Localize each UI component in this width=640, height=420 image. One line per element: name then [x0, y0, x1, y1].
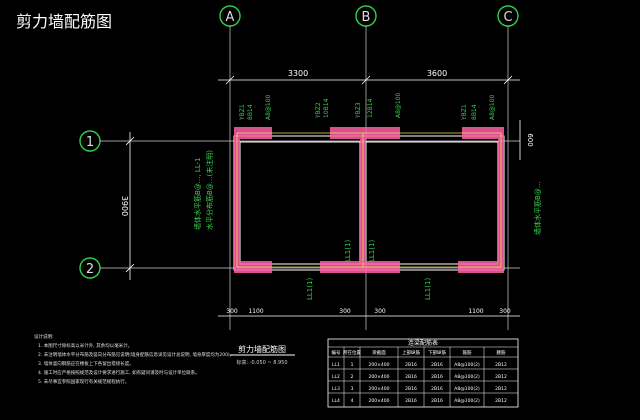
- table-cell: 2B16: [405, 398, 417, 404]
- table-cell: A8@100(2): [454, 374, 480, 380]
- svg-text:YBZ2: YBZ2: [315, 102, 322, 119]
- svg-text:8B14: 8B14: [471, 104, 478, 120]
- table-cell: 2B16: [431, 374, 443, 380]
- svg-text:5. 未尽事宜参照国家现行有关规范规程执行。: 5. 未尽事宜参照国家现行有关规范规程执行。: [38, 378, 129, 385]
- table-cell: A8@100(2): [454, 398, 480, 404]
- axis-bubble-a: A: [219, 5, 241, 27]
- svg-text:3. 墙体竖向钢筋应在楼板上下各留出搭接长度。: 3. 墙体竖向钢筋应在楼板上下各留出搭接长度。: [38, 360, 134, 367]
- svg-text:LL1(1): LL1(1): [306, 278, 314, 300]
- table-cell: 2B16: [431, 362, 443, 368]
- table-cell: 2B16: [405, 374, 417, 380]
- svg-text:YBZ1: YBZ1: [461, 104, 468, 121]
- svg-text:1. 本图尺寸除标高以米计外, 其余均以毫米计。: 1. 本图尺寸除标高以米计外, 其余均以毫米计。: [38, 342, 132, 349]
- svg-text:300: 300: [339, 308, 351, 315]
- svg-text:3600: 3600: [427, 69, 447, 78]
- svg-text:LL1(1): LL1(1): [344, 240, 352, 262]
- table-cell: 2B12: [495, 362, 507, 368]
- table-header-cell: 腰筋: [497, 349, 506, 356]
- svg-text:300: 300: [374, 308, 386, 315]
- svg-text:C: C: [503, 10, 512, 25]
- svg-text:3300: 3300: [288, 69, 308, 78]
- svg-text:3900: 3900: [120, 196, 129, 216]
- rebar-lines: [236, 132, 502, 268]
- table-header-cell: 编号: [332, 349, 341, 356]
- table-cell: 4: [351, 398, 354, 404]
- rebar-table: 连梁配筋表: [327, 338, 519, 408]
- svg-text:A: A: [226, 10, 235, 25]
- axis-bubble-2: 2: [79, 257, 101, 279]
- table-cell: 2B12: [495, 386, 507, 392]
- table-cell: 200×400: [369, 398, 390, 404]
- table-header-cell: 梁截面: [372, 349, 386, 356]
- table-cell: 2B16: [431, 398, 443, 404]
- svg-text:1100: 1100: [248, 308, 263, 315]
- svg-text:LL1(1): LL1(1): [368, 240, 376, 262]
- design-notes: 设计说明: 1. 本图尺寸除标高以米计外, 其余均以毫米计。 2. 未注明墙体水…: [34, 333, 234, 385]
- svg-text:LL1(1): LL1(1): [424, 278, 432, 300]
- svg-text:8B14: 8B14: [247, 104, 254, 120]
- table-header-cell: 上部纵筋: [402, 349, 420, 356]
- svg-text:剪力墙配筋图: 剪力墙配筋图: [238, 344, 286, 354]
- right-dimension: 600: [519, 120, 534, 160]
- svg-text:10B14: 10B14: [323, 98, 330, 118]
- svg-text:水平分布筋B@...(未注明): 水平分布筋B@...(未注明): [205, 150, 214, 230]
- table-cell: A8@100(2): [454, 386, 480, 392]
- svg-text:12B14: 12B14: [367, 98, 374, 118]
- svg-text:墙体水平筋B@...: 墙体水平筋B@...: [533, 182, 542, 235]
- table-cell: 200×400: [369, 386, 390, 392]
- svg-text:连梁配筋表: 连梁配筋表: [408, 339, 438, 347]
- table-header-cell: 所在位置: [343, 349, 361, 356]
- table-cell: LL1: [332, 362, 340, 368]
- table-cell: 2B12: [495, 398, 507, 404]
- svg-text:标高: -0.050 ~ 8.950: 标高: -0.050 ~ 8.950: [236, 359, 287, 366]
- table-cell: LL3: [332, 386, 340, 392]
- table-cell: 2B12: [495, 374, 507, 380]
- table-cell: 2B16: [405, 362, 417, 368]
- drawing-title: 剪力墙配筋图: [16, 12, 113, 31]
- table-cell: A8@100(2): [454, 362, 480, 368]
- table-cell: 1: [351, 362, 354, 368]
- wall-labels: 墙体水平筋B@..., LL-1 水平分布筋B@...(未注明) 墙体水平筋B@…: [193, 150, 542, 300]
- axis-bubble-b: B: [355, 5, 377, 27]
- svg-text:1100: 1100: [468, 308, 483, 315]
- table-header-cell: 箍筋: [463, 349, 472, 356]
- table-header-cell: 下部纵筋: [428, 349, 446, 356]
- table-cell: 2B16: [431, 386, 443, 392]
- svg-text:A8@100: A8@100: [395, 92, 402, 118]
- svg-text:4. 施工时应严格按照规范及设计要求进行施工, 如有疑问请及: 4. 施工时应严格按照规范及设计要求进行施工, 如有疑问请及时与设计单位联系。: [38, 369, 200, 376]
- svg-text:300: 300: [226, 308, 238, 315]
- plan-title-block: 剪力墙配筋图 标高: -0.050 ~ 8.950: [230, 344, 295, 366]
- svg-text:1: 1: [86, 135, 94, 150]
- bottom-dimension: 300 1100 300 300 1100 300: [218, 308, 520, 317]
- table-cell: 2: [351, 374, 354, 380]
- axis-bubble-c: C: [497, 5, 519, 27]
- table-cell: 2B16: [405, 386, 417, 392]
- table-cell: 3: [351, 386, 354, 392]
- svg-text:A8@100: A8@100: [265, 94, 272, 120]
- svg-text:墙体水平筋B@..., LL-1: 墙体水平筋B@..., LL-1: [193, 157, 202, 230]
- table-cell: LL4: [332, 398, 340, 404]
- svg-text:YBZ3: YBZ3: [355, 102, 362, 119]
- rebar-table-cells: 编号所在位置 梁截面 上部纵筋 下部纵筋 箍筋 腰筋 LL1 1 200×400 2B16 2B16…: [332, 349, 507, 404]
- svg-text:600: 600: [526, 133, 534, 146]
- axis-bubble-1: 1: [79, 130, 101, 152]
- left-dimension: 3900: [120, 132, 135, 280]
- svg-text:A8@100: A8@100: [489, 94, 496, 120]
- svg-text:300: 300: [499, 308, 511, 315]
- table-cell: LL2: [332, 374, 340, 380]
- table-cell: 200×400: [369, 374, 390, 380]
- svg-text:2: 2: [86, 262, 94, 277]
- table-cell: 200×400: [369, 362, 390, 368]
- svg-text:设计说明:: 设计说明:: [34, 333, 54, 340]
- top-dimension: 3300 3600: [218, 69, 520, 85]
- svg-text:B: B: [362, 10, 371, 25]
- column-labels-top: YBZ1 8B14 A8@100 YBZ2 10B14 YBZ3 12B14 A…: [239, 92, 496, 121]
- svg-text:YBZ1: YBZ1: [239, 104, 246, 121]
- svg-text:2. 未注明墙体水平分布筋及竖向分布筋见说明(墙身配筋信息详: 2. 未注明墙体水平分布筋及竖向分布筋见说明(墙身配筋信息详见设计总说明, 墙身…: [38, 351, 234, 358]
